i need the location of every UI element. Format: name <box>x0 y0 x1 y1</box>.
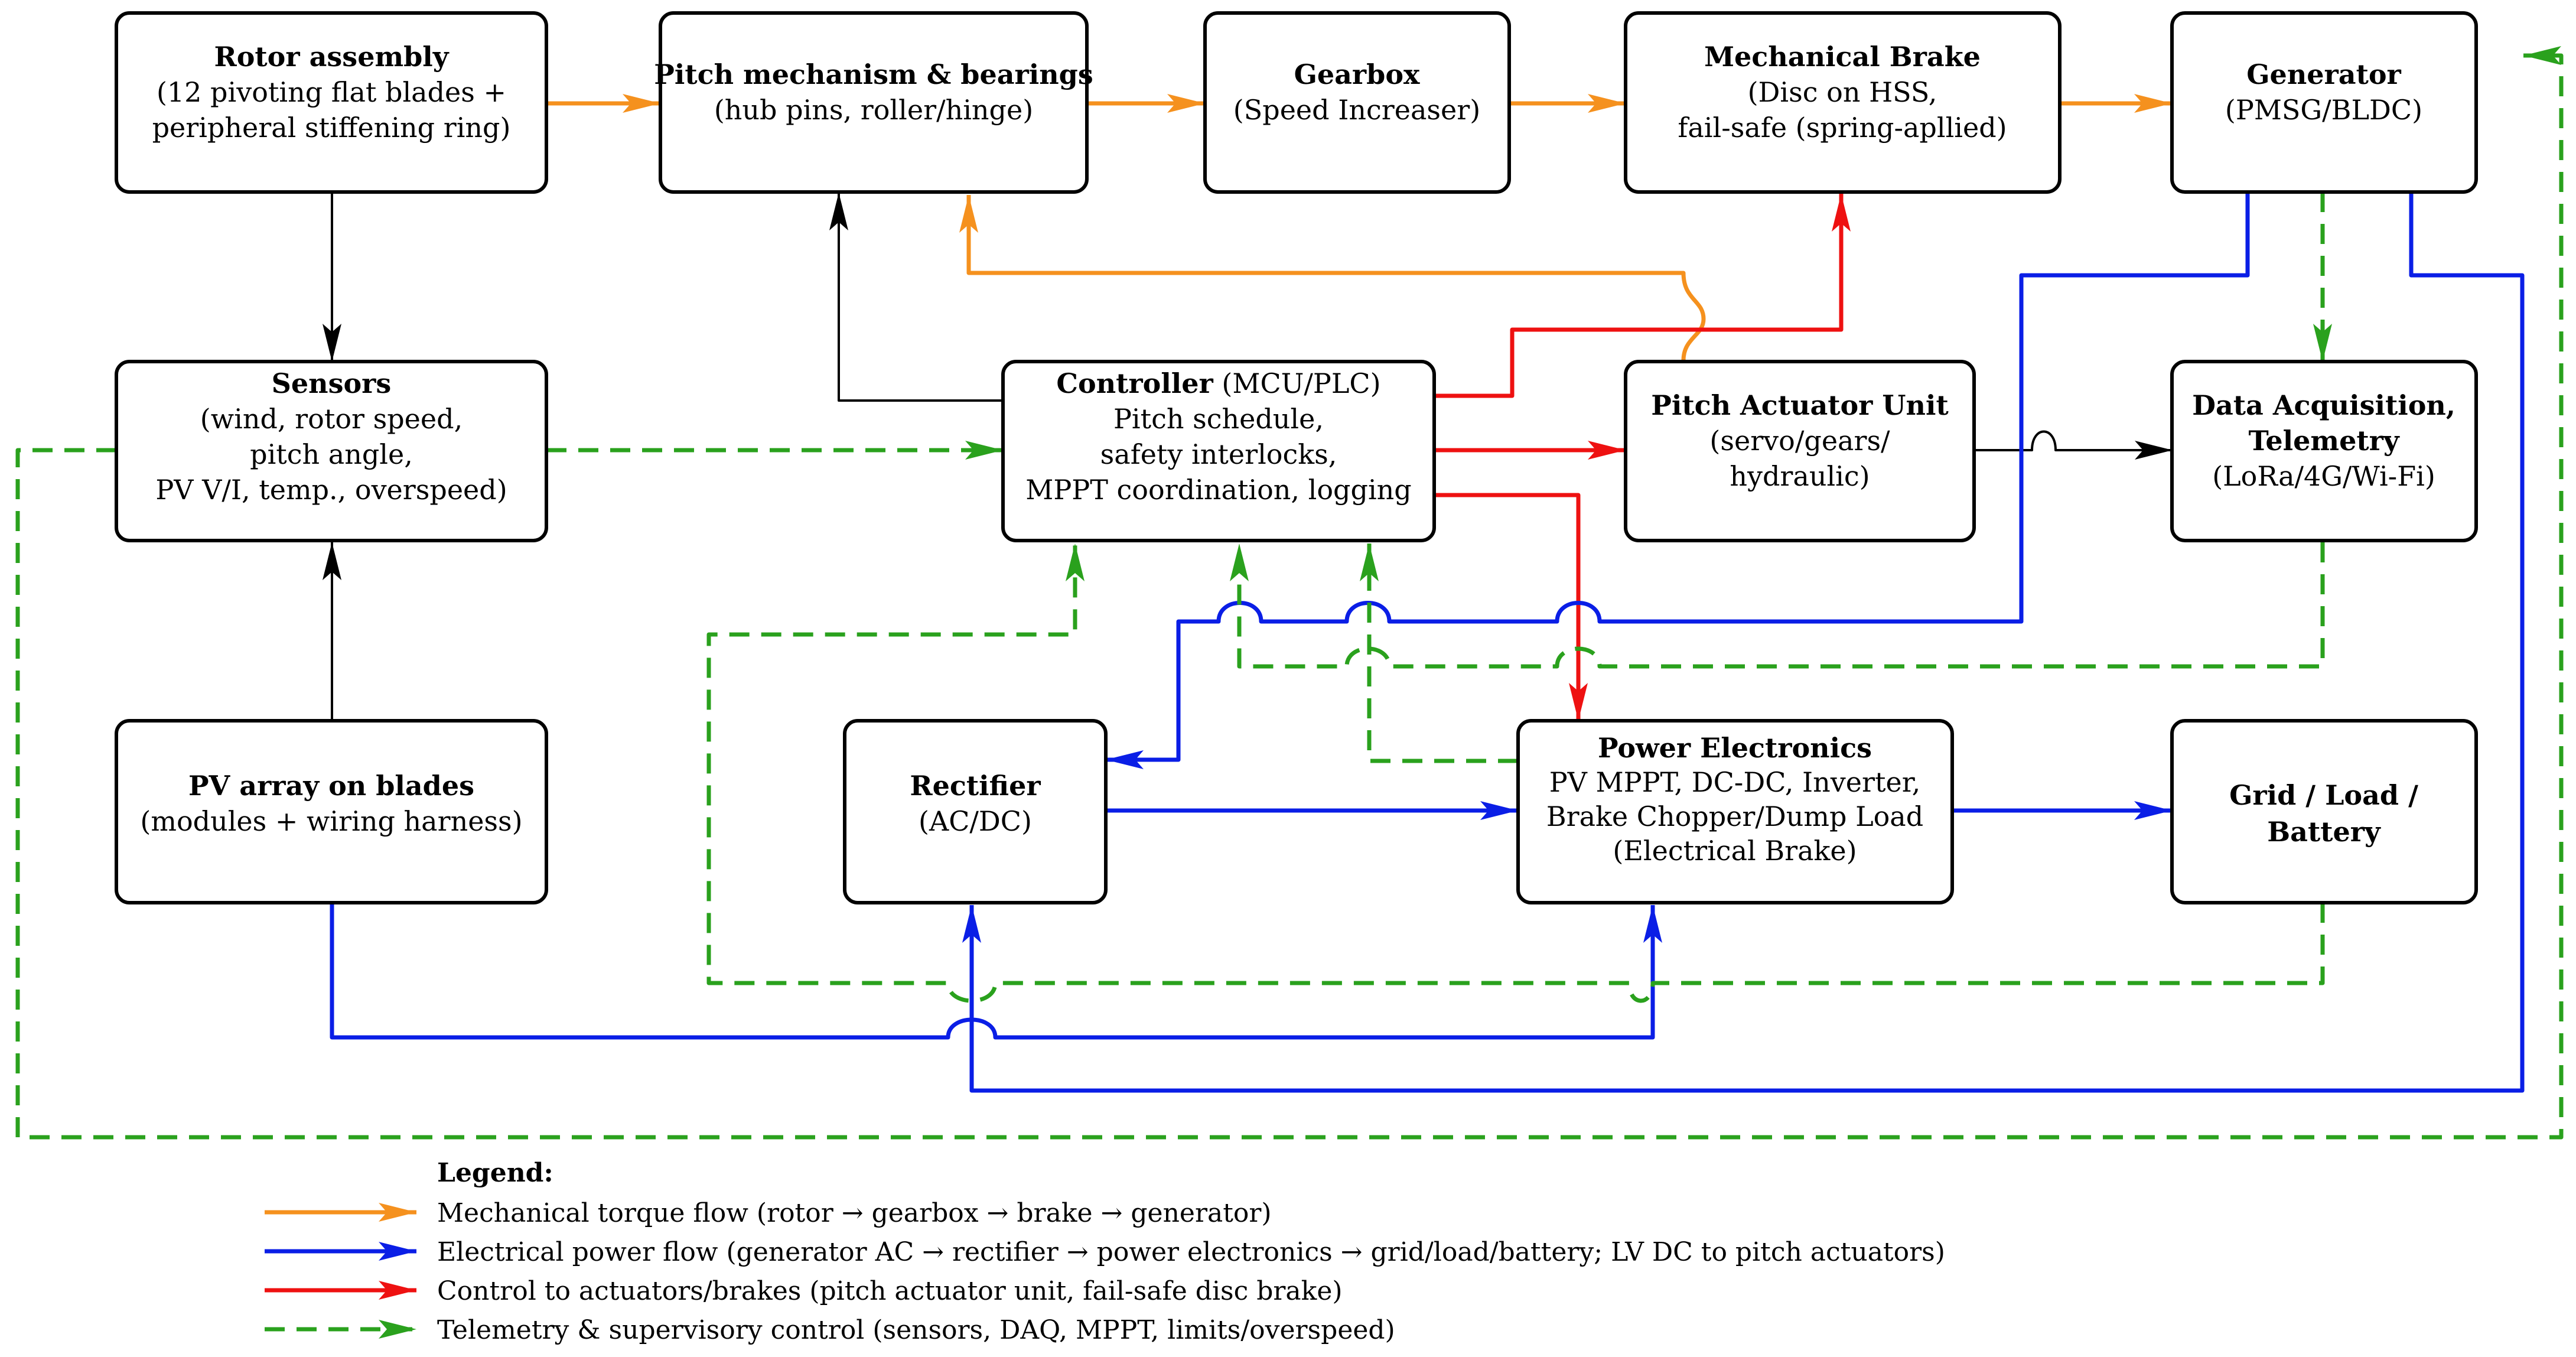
box-title: Data Acquisition, <box>2192 389 2455 421</box>
box-line: (modules + wiring harness) <box>140 805 522 837</box>
wire-controller-to-brake <box>1434 194 1851 398</box>
box-sensors[interactable]: Sensors (wind, rotor speed, pitch angle,… <box>115 360 548 542</box>
wire-actuator-to-pitch-mech <box>959 195 1706 361</box>
box-pv-array[interactable]: PV array on blades (modules + wiring har… <box>115 719 548 904</box>
box-generator[interactable]: Generator (PMSG/BLDC) <box>2170 11 2478 194</box>
wire-sensors-to-daq-loop <box>15 46 2564 1140</box>
box-mechanical-brake[interactable]: Mechanical Brake (Disc on HSS, fail-safe… <box>1624 11 2062 194</box>
box-title: Rotor assembly <box>214 41 450 73</box>
box-line: (Speed Increaser) <box>1233 94 1480 126</box>
box-line: PV MPPT, DC-DC, Inverter, <box>1549 766 1921 798</box>
box-title-2: Telemetry <box>2248 425 2399 457</box>
wire-generator-to-rectifier-return <box>962 192 2525 1093</box>
wire-controller-to-pitch-mech <box>829 193 1004 402</box>
box-title: Sensors <box>272 367 392 399</box>
box-line: (servo/gears/ <box>1709 425 1890 457</box>
legend: Legend: Mechanical torque flow (rotor → … <box>265 1158 1945 1345</box>
wire-daq-to-controller <box>1230 542 2325 669</box>
box-controller[interactable]: Controller (MCU/PLC) Pitch schedule, saf… <box>1001 360 1436 542</box>
box-line: pitch angle, <box>250 438 413 470</box>
box-title: Mechanical Brake <box>1704 41 1981 73</box>
box-line: (AC/DC) <box>919 805 1032 837</box>
controller-title-bold: Controller <box>1056 367 1213 399</box>
wire-power-electronics-to-controller <box>1360 544 1518 763</box>
legend-item-electrical: Electrical power flow (generator AC → re… <box>437 1237 1945 1267</box>
box-title: Rectifier <box>910 770 1041 802</box>
legend-title: Legend: <box>437 1158 553 1188</box>
box-title-2: Battery <box>2267 816 2381 848</box>
box-title: Pitch Actuator Unit <box>1651 389 1949 421</box>
box-line: safety interlocks, <box>1100 438 1337 470</box>
box-line: (hub pins, roller/hinge) <box>714 94 1033 126</box>
box-title: PV array on blades <box>188 770 474 802</box>
box-title: Grid / Load / <box>2229 779 2418 811</box>
box-line: (PMSG/BLDC) <box>2225 94 2422 126</box>
box-data-acquisition[interactable]: Data Acquisition, Telemetry (LoRa/4G/Wi-… <box>2170 360 2478 542</box>
box-line: Brake Chopper/Dump Load <box>1546 800 1923 832</box>
box-pitch-mechanism[interactable]: Pitch mechanism & bearings (hub pins, ro… <box>654 11 1093 194</box>
box-power-electronics[interactable]: Power Electronics PV MPPT, DC-DC, Invert… <box>1516 719 1954 904</box>
wire-actuator-to-daq <box>1974 430 2173 460</box>
connections <box>15 46 2564 1140</box>
box-line: (LoRa/4G/Wi-Fi) <box>2212 460 2435 492</box>
controller-title-rest: (MCU/PLC) <box>1213 367 1381 399</box>
box-line: (Electrical Brake) <box>1613 835 1857 867</box>
box-gearbox[interactable]: Gearbox (Speed Increaser) <box>1203 11 1511 194</box>
box-rectifier[interactable]: Rectifier (AC/DC) <box>843 719 1108 904</box>
box-title: Pitch mechanism & bearings <box>654 58 1093 90</box>
box-grid-load-battery[interactable]: Grid / Load / Battery <box>2170 719 2478 904</box>
box-line: hydraulic) <box>1730 460 1870 492</box>
box-title: Gearbox <box>1294 58 1420 90</box>
legend-item-control: Control to actuators/brakes (pitch actua… <box>437 1276 1343 1306</box>
box-line: (Disc on HSS, <box>1748 76 1937 108</box>
box-line: fail-safe (spring-apllied) <box>1678 112 2007 144</box>
legend-item-mechanical: Mechanical torque flow (rotor → gearbox … <box>437 1198 1272 1228</box>
box-pitch-actuator-unit[interactable]: Pitch Actuator Unit (servo/gears/ hydrau… <box>1624 360 1976 542</box>
box-title: Controller (MCU/PLC) <box>1056 367 1380 399</box>
box-line: PV V/I, temp., overspeed) <box>155 474 507 506</box>
box-line: (12 pivoting flat blades + <box>157 76 506 108</box>
box-line: peripheral stiffening ring) <box>152 112 511 144</box>
box-line: Pitch schedule, <box>1113 403 1324 435</box>
legend-item-telemetry: Telemetry & supervisory control (sensors… <box>437 1315 1395 1345</box>
box-line: (wind, rotor speed, <box>200 403 463 435</box>
wire-controller-to-power-electronics <box>1434 493 1588 721</box>
box-line: MPPT coordination, logging <box>1025 474 1412 506</box>
wire-pv-to-power-electronics <box>330 903 1662 1040</box>
box-title: Power Electronics <box>1598 732 1872 764</box>
box-title: Generator <box>2246 58 2401 90</box>
box-rotor-assembly[interactable]: Rotor assembly (12 pivoting flat blades … <box>115 11 548 194</box>
